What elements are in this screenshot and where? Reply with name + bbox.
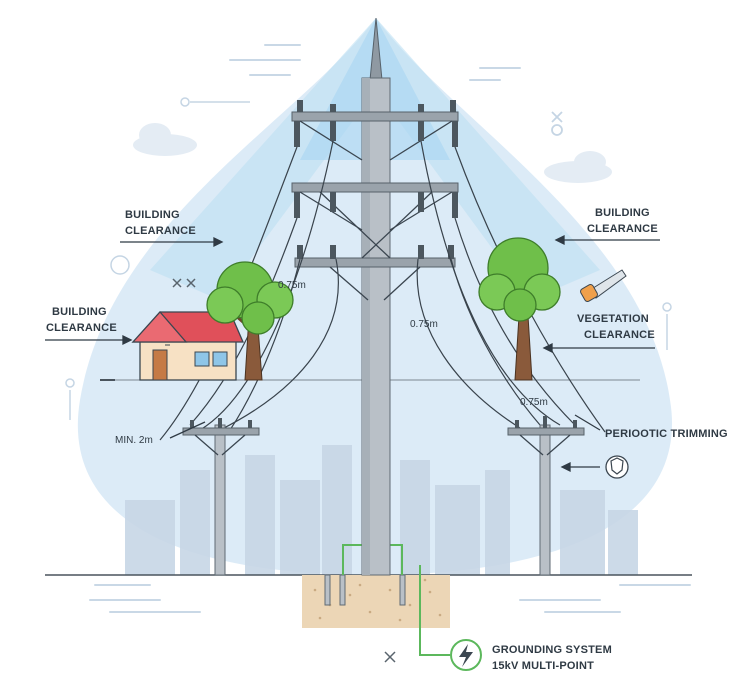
label-building-clearance-left-2: CLEARANCE	[125, 225, 196, 237]
crossarm-middle	[291, 182, 459, 193]
label-periodic-trimming: PERIOOTIC TRIMMING	[605, 428, 728, 440]
dim-tree-left-gap: 0.75m	[278, 280, 306, 291]
insulators	[294, 100, 458, 259]
decor-x-marks	[172, 278, 396, 663]
city-skyline	[125, 445, 638, 575]
main-tower	[291, 17, 459, 576]
tree-icon	[478, 237, 561, 381]
label-vegetation-clearance-1: VEGETATION	[577, 313, 649, 325]
house-icon	[131, 311, 244, 381]
decor-cross	[551, 111, 563, 136]
label-min-clearance: MIN. 2m	[115, 435, 153, 446]
crossarm-top	[291, 111, 459, 122]
cloud-icon	[133, 123, 612, 183]
distribution-pole-left	[182, 418, 260, 576]
decor-circle	[110, 255, 130, 275]
lightning-grounding-icon	[450, 639, 482, 671]
label-vegetation-clearance-2: CLEARANCE	[584, 329, 655, 341]
arrows	[45, 234, 660, 473]
light-beam	[150, 18, 600, 300]
dim-right-pole-gap: 0.75m	[520, 397, 548, 408]
label-building-clearance-house-2: CLEARANCE	[46, 322, 117, 334]
label-building-clearance-house-1: BUILDING	[52, 306, 107, 318]
shield-badge-icon	[605, 455, 629, 479]
soil-block	[302, 575, 450, 628]
dim-center-gap: 0.75m	[410, 319, 438, 330]
label-grounding-system-2: 15kV MULTI-POINT	[492, 660, 594, 672]
decor-dashes	[89, 44, 691, 613]
tree-icon	[206, 261, 294, 381]
distribution-pole-right	[507, 416, 585, 576]
label-building-clearance-right-2: CLEARANCE	[587, 223, 658, 235]
crossarm-bottom	[294, 257, 456, 268]
label-building-clearance-left-1: BUILDING	[125, 209, 180, 221]
label-building-clearance-right-1: BUILDING	[595, 207, 650, 219]
hand-saw-icon	[580, 269, 627, 302]
label-grounding-system-1: GROUNDING SYSTEM	[492, 644, 612, 656]
